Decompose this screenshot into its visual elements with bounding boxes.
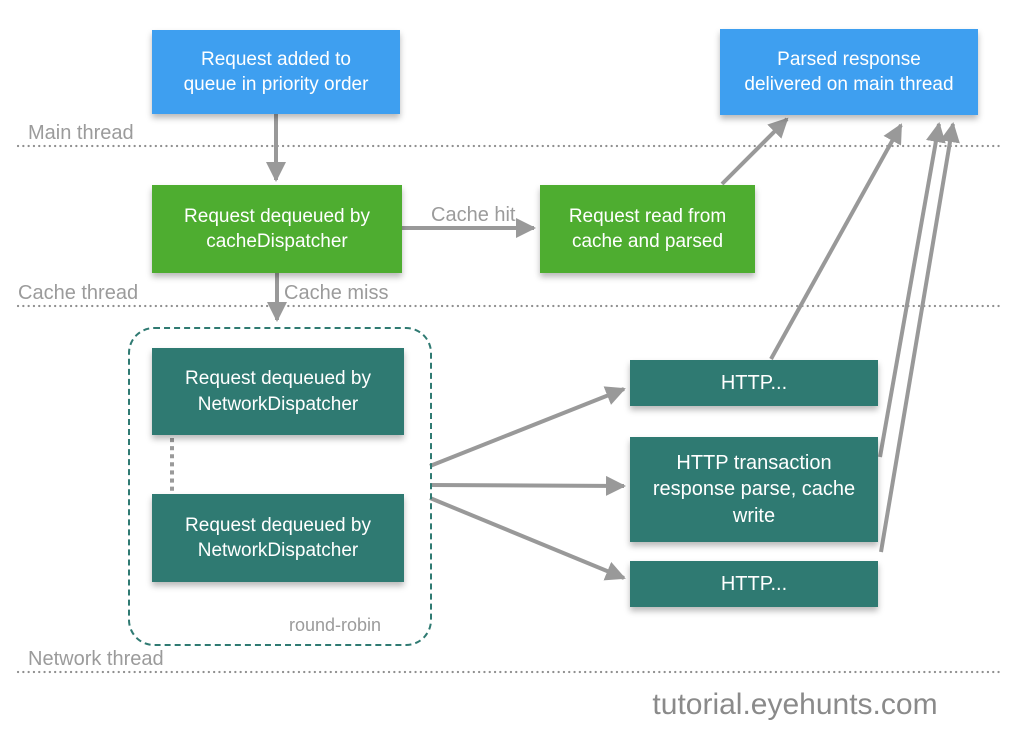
cache-miss-label: Cache miss bbox=[284, 282, 389, 304]
round-robin-container bbox=[128, 327, 432, 646]
node-http-transaction: HTTP transaction response parse, cache w… bbox=[630, 437, 878, 542]
cache-thread-label: Cache thread bbox=[18, 282, 139, 304]
round-robin-label: round-robin bbox=[288, 615, 382, 635]
node-network-dispatcher-2: Request dequeued by NetworkDispatcher bbox=[152, 494, 404, 582]
cache-hit-label: Cache hit bbox=[431, 204, 516, 226]
node-http-2: HTTP... bbox=[630, 561, 878, 607]
node-parsed-response-delivered: Parsed response delivered on main thread bbox=[720, 29, 978, 115]
arrow-http2-to-mainthread bbox=[879, 122, 960, 553]
network-thread-label: Network thread bbox=[28, 648, 164, 670]
arrow-cacheread-to-mainthread bbox=[720, 117, 789, 186]
arrow-roundrobin-to-httptransaction bbox=[429, 475, 626, 496]
node-request-added-to-queue: Request added to queue in priority order bbox=[152, 30, 400, 114]
node-http-1: HTTP... bbox=[630, 360, 878, 406]
node-request-read-from-cache: Request read from cache and parsed bbox=[540, 185, 755, 273]
arrow-http1-to-mainthread bbox=[769, 123, 903, 360]
arrow-roundrobin-to-http1 bbox=[429, 386, 626, 468]
node-cache-dispatcher: Request dequeued by cacheDispatcher bbox=[152, 185, 402, 273]
node-network-dispatcher-1: Request dequeued by NetworkDispatcher bbox=[152, 348, 404, 435]
watermark-text: tutorial.eyehunts.com bbox=[652, 688, 938, 721]
arrow-roundrobin-to-http2 bbox=[429, 496, 626, 581]
arrow-httptransaction-to-mainthread bbox=[878, 122, 946, 458]
main-thread-label: Main thread bbox=[28, 122, 134, 144]
